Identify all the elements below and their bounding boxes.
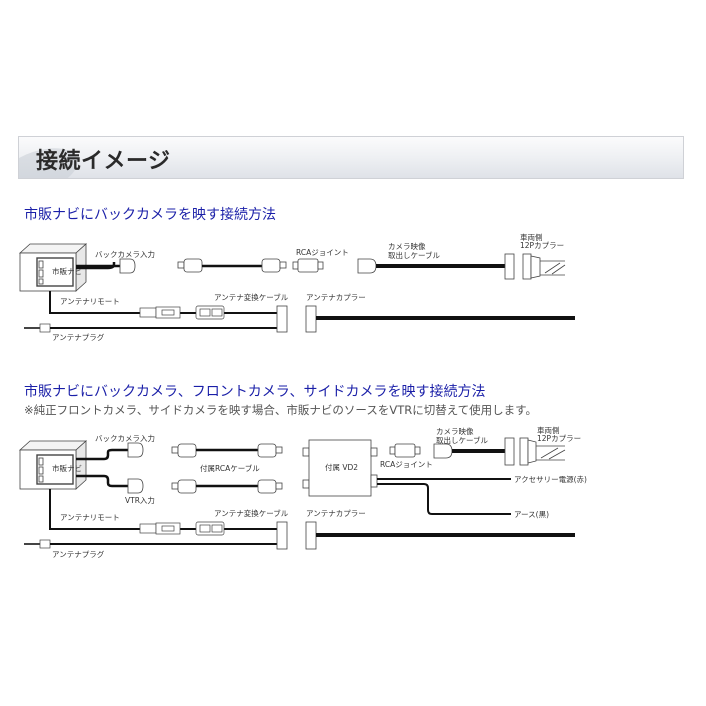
- rca-joint-icon: [389, 443, 421, 458]
- included-rca-cable-label: 付属RCAケーブル: [200, 463, 260, 473]
- section1-title: 市販ナビにバックカメラを映す接続方法: [24, 207, 276, 223]
- antenna-coupler-label: アンテナカプラー: [306, 293, 366, 302]
- antenna-plug-label: アンテナプラグ: [52, 332, 105, 342]
- back-camera-input-label: バックカメラ入力: [95, 249, 155, 259]
- rca-joint-label: RCAジョイント: [380, 460, 433, 469]
- antenna-plug-label: アンテナプラグ: [52, 549, 105, 559]
- vtr-input-cable: [76, 474, 128, 488]
- antenna-conversion-connector-icon: [195, 305, 225, 320]
- ground-label: アース(黒): [514, 510, 549, 519]
- antenna-conversion-box: [276, 521, 288, 550]
- antenna-plug-cable: [24, 323, 280, 333]
- antenna-remote-label: アンテナリモート: [60, 513, 120, 522]
- navi-unit-icon: [18, 243, 88, 292]
- navi-label: 市販ナビ: [52, 463, 82, 473]
- camera-image-cable-plug-icon: [433, 443, 453, 459]
- section1-diagram: 市販ナビ バックカメラ入力 RCAジョイント カメラ映像 取出しケーブル 車両側: [18, 232, 575, 342]
- navi-label: 市販ナビ: [52, 266, 82, 276]
- camera-cable-label-2: 取出しケーブル: [436, 435, 489, 445]
- section-header: 接続イメージ: [18, 136, 684, 179]
- back-camera-input-cable: [76, 258, 136, 274]
- antenna-coupler-label: アンテナカプラー: [306, 509, 366, 518]
- ground-cable: [377, 483, 511, 515]
- vehicle-side-label-2: 12Pカプラー: [537, 434, 581, 443]
- camera-cable-label-2: 取出しケーブル: [388, 250, 441, 260]
- back-camera-input-cable: [76, 448, 128, 461]
- section2-diagram: 市販ナビ バックカメラ入力 VTR入力 付属RCAケーブル 付属 VD2 RCA…: [18, 425, 587, 559]
- back-camera-input-label: バックカメラ入力: [95, 433, 155, 443]
- vd2-label: 付属 VD2: [325, 462, 358, 472]
- antenna-remote-label: アンテナリモート: [60, 297, 120, 306]
- antenna-remote-connector-icon: [139, 522, 181, 535]
- camera-image-cable: [357, 253, 515, 280]
- vehicle-side-label-2: 12Pカプラー: [520, 241, 564, 250]
- rca-joint-icon: [292, 258, 324, 273]
- navi-unit-icon: [18, 440, 88, 490]
- section2-title: 市販ナビにバックカメラ、フロントカメラ、サイドカメラを映す接続方法: [24, 384, 486, 400]
- vehicle-12p-coupler-icon: [519, 437, 566, 466]
- rca-joint-label: RCAジョイント: [296, 248, 349, 257]
- antenna-coupler-box: [305, 305, 317, 333]
- included-rca-cable-top: [171, 443, 283, 458]
- vehicle-side-label-1: 車両側: [537, 425, 560, 435]
- back-camera-input-plug-icon: [127, 442, 144, 458]
- page-title: 接続イメージ: [36, 149, 171, 174]
- included-rca-cable-bottom: [171, 479, 283, 494]
- section2-note: ※純正フロントカメラ、サイドカメラを映す場合、市販ナビのソースをVTRに切替えて…: [24, 403, 537, 417]
- camera-cable-label-1: カメラ映像: [388, 241, 426, 251]
- rca-cable: [177, 258, 287, 273]
- vd2-unit-icon: [302, 439, 378, 497]
- antenna-plug-icon: [39, 539, 51, 549]
- antenna-conversion-connector-icon: [195, 521, 225, 536]
- accessory-power-label: アクセサリー電源(赤): [514, 475, 587, 484]
- camera-cable-label-1: カメラ映像: [436, 426, 474, 436]
- antenna-conversion-cable-label: アンテナ変換ケーブル: [214, 292, 289, 302]
- antenna-conversion-box: [276, 305, 288, 333]
- camera-cable-coupler: [504, 437, 515, 466]
- vtr-input-label: VTR入力: [125, 495, 155, 505]
- vtr-input-plug-icon: [127, 478, 144, 494]
- antenna-coupler-box: [305, 521, 317, 550]
- antenna-conversion-cable-label: アンテナ変換ケーブル: [214, 508, 289, 518]
- antenna-remote-connector-icon: [139, 306, 181, 319]
- vehicle-side-label-1: 車両側: [520, 232, 543, 242]
- vehicle-12p-coupler-icon: [522, 253, 566, 280]
